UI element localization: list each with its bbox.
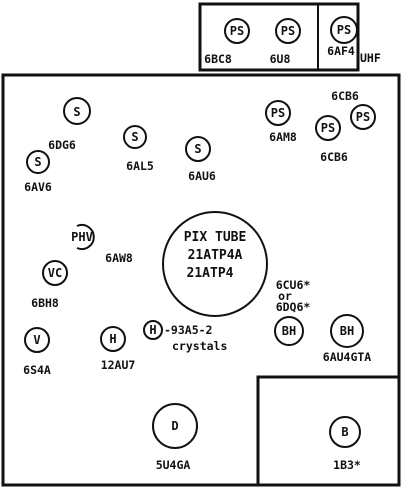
tube-socket-6cb6-second <box>350 104 376 130</box>
tube-code-1b3: B <box>341 425 348 439</box>
crystal-code: H <box>149 323 156 337</box>
tube-socket-12au7 <box>100 326 126 352</box>
tube-name-6av6: 6AV6 <box>24 180 52 194</box>
tube-code-5u4ga: D <box>171 419 178 433</box>
tube-name-6bc8: 6BC8 <box>204 52 232 66</box>
picture-tube <box>162 211 268 317</box>
main-chassis: S 6DG6 S 6AL5 S 6AV6 S 6AU6 PS 6AM8 6CB6… <box>1 73 401 487</box>
tube-name-6al5: 6AL5 <box>126 159 154 173</box>
tube-code-6al5: S <box>131 130 138 144</box>
tube-socket-6u8 <box>275 18 301 44</box>
tube-name-6bh8: 6BH8 <box>31 296 59 310</box>
tube-name-1b3: 1B3* <box>333 458 361 472</box>
horizontal-output-alt-name: 6DQ6* <box>276 300 311 314</box>
uhf-label: UHF <box>360 51 381 65</box>
tube-code-6cb6-second: PS <box>356 110 370 124</box>
tube-code-6aw8: PHV <box>71 230 93 244</box>
tube-name-12au7: 12AU7 <box>101 358 136 372</box>
tube-name-6am8: 6AM8 <box>269 130 297 144</box>
tube-socket-5u4ga <box>152 403 198 449</box>
tube-code-6dg6: S <box>73 105 80 119</box>
horizontal-output-or: or <box>278 289 292 303</box>
tube-socket-6af4 <box>330 16 358 44</box>
tube-code-6u8: PS <box>281 24 295 38</box>
tube-socket-6s4a <box>24 327 50 353</box>
tube-socket-1b3 <box>329 416 361 448</box>
crystal-label: crystals <box>172 339 227 353</box>
tube-name-6cb6: 6CB6 <box>320 150 348 164</box>
tube-socket-horizontal-output <box>274 316 304 346</box>
picture-tube-type-1: 21ATP4A <box>188 248 243 263</box>
horizontal-output-tube-name: 6CU6* <box>276 278 311 292</box>
tube-name-5u4ga: 5U4GA <box>156 458 191 472</box>
picture-tube-type-2: 21ATP4 <box>187 266 234 281</box>
tube-name-6aw8: 6AW8 <box>105 251 133 265</box>
tube-socket-6bc8 <box>224 18 250 44</box>
tube-name-6au6: 6AU6 <box>188 169 216 183</box>
tube-socket-6av6 <box>26 150 50 174</box>
tube-socket-6bh8 <box>42 260 68 286</box>
tube-code-6cb6: PS <box>321 121 335 135</box>
tube-name-6cb6-top: 6CB6 <box>331 89 359 103</box>
tube-code-6af4: PS <box>337 23 351 37</box>
tube-code-6am8: PS <box>271 106 285 120</box>
tube-code-6au6: S <box>194 142 201 156</box>
tube-code-6av6: S <box>34 155 41 169</box>
uhf-tuner-box: PS 6BC8 PS 6U8 PS 6AF4 UHF <box>198 2 381 72</box>
tube-code-12au7: H <box>109 332 116 346</box>
tube-socket-6al5 <box>123 125 147 149</box>
crystal-part-number: -93A5-2 <box>164 323 212 337</box>
tube-name-6s4a: 6S4A <box>23 363 51 377</box>
tube-code-horizontal-output: BH <box>282 324 296 338</box>
tube-socket-6cb6 <box>315 115 341 141</box>
tube-code-6bh8: VC <box>48 266 62 280</box>
tube-socket-6dg6 <box>63 97 91 125</box>
picture-tube-label: PIX TUBE <box>184 230 247 245</box>
crystal-socket <box>143 320 163 340</box>
tube-name-6u8: 6U8 <box>270 52 291 66</box>
tube-socket-6aw8 <box>76 224 95 250</box>
tube-code-6au4gta: BH <box>340 324 354 338</box>
tube-name-6au4gta: 6AU4GTA <box>323 350 372 364</box>
tube-code-6s4a: V <box>33 333 40 347</box>
tube-socket-6am8 <box>265 100 291 126</box>
tube-socket-6au4gta <box>330 314 364 348</box>
tube-socket-6au6 <box>185 136 211 162</box>
tube-name-6dg6: 6DG6 <box>48 138 76 152</box>
tube-name-6af4: 6AF4 <box>327 44 355 58</box>
tube-code-6bc8: PS <box>230 24 244 38</box>
